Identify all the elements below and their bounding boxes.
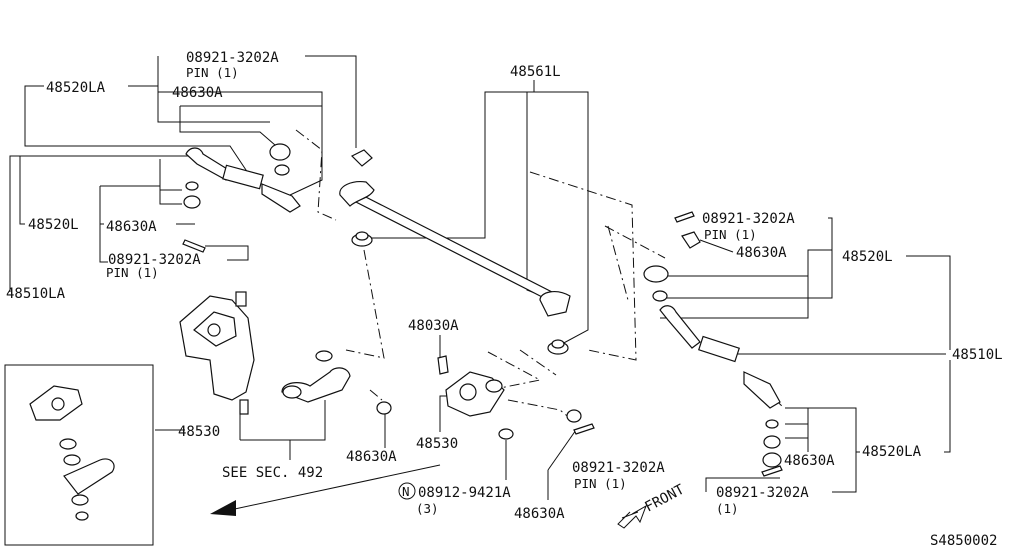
label-nut-bottom-center: 48630A — [514, 506, 565, 522]
pitman-arm — [281, 350, 392, 415]
label-pin-left: PIN (1) — [106, 265, 159, 280]
direction-arrows — [210, 464, 647, 529]
label-idler-center: 48530 — [416, 436, 458, 452]
label-nut-circle: N — [402, 484, 410, 499]
idler-arm — [437, 355, 595, 440]
label-tie-rod-left: 48510LA — [6, 286, 66, 302]
steering-gear — [179, 291, 255, 415]
idler-inset — [4, 364, 154, 546]
label-diagram-code: S4850002 — [930, 533, 997, 549]
label-nut-center: 48630A — [346, 449, 397, 465]
label-pin-right: PIN (1) — [704, 227, 757, 242]
label-tie-rod-right: 48510L — [952, 347, 1003, 363]
label-nut-qty: (3) — [416, 501, 439, 516]
label-outer-end-right: 48520L — [842, 249, 893, 265]
label-pin-qty-bottom-right: (1) — [716, 501, 739, 516]
label-nut-bottom-right: 48630A — [784, 453, 835, 469]
label-pin-part-bottom-right: 08921-3202A — [716, 485, 809, 501]
label-see-sec: SEE SEC. 492 — [222, 465, 323, 481]
label-pin-center: PIN (1) — [574, 476, 627, 491]
label-nut-part-bottom: 08912-9421A — [418, 485, 511, 501]
label-inner-end-left: 48520L — [28, 217, 79, 233]
label-idler: 48030A — [408, 318, 459, 334]
label-outer-end-bottom-right: 48520LA — [862, 444, 922, 460]
label-cross-rod: 48561L — [510, 64, 561, 80]
right-tie-rod — [643, 211, 783, 477]
label-pin-top: PIN (1) — [186, 65, 239, 80]
cross-rod — [339, 181, 571, 355]
label-nut-left: 48630A — [106, 219, 157, 235]
label-pin-part-center: 08921-3202A — [572, 460, 665, 476]
label-nut-top-left: 48630A — [172, 85, 223, 101]
center-lines — [295, 129, 785, 421]
label-pin-part-left: 08921-3202A — [108, 252, 201, 268]
label-outer-end-top-left: 48520LA — [46, 80, 106, 96]
left-tie-rod — [182, 143, 373, 253]
label-pin-part-top: 08921-3202A — [186, 50, 279, 66]
label-idler-arm-assy: 48530 — [178, 424, 220, 440]
labels: 08921-3202A PIN (1) 48520LA 48630A 48561… — [6, 50, 1003, 549]
label-pin-part-right: 08921-3202A — [702, 211, 795, 227]
label-front: FRONT — [642, 481, 687, 515]
label-nut-right: 48630A — [736, 245, 787, 261]
